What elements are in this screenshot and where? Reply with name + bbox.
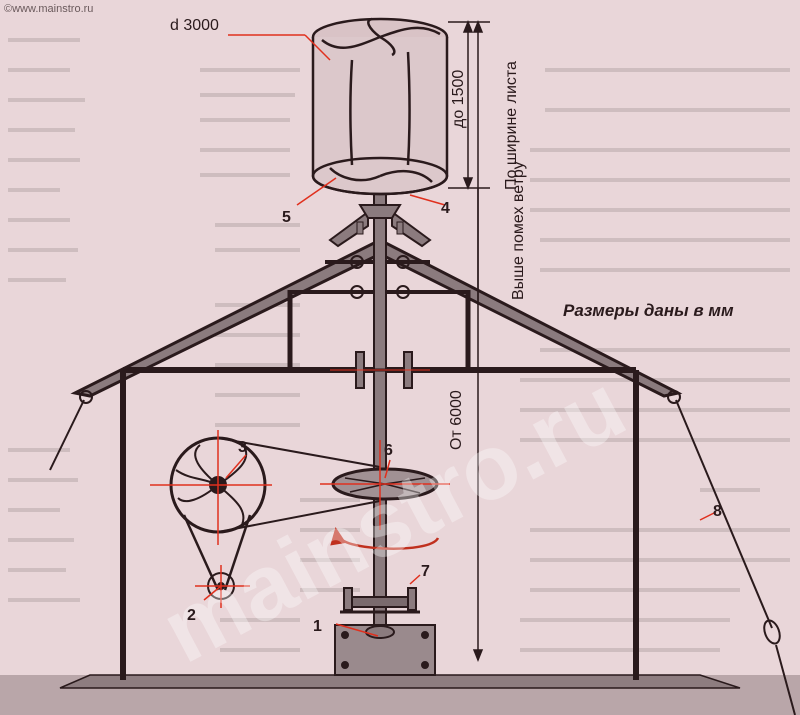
rotor-cylinder [311, 17, 449, 196]
callout-5: 5 [282, 209, 291, 226]
units-note: Размеры даны в мм [563, 301, 734, 320]
callout-6: 6 [384, 442, 393, 459]
diameter-label: d 3000 [170, 17, 219, 34]
watermark-url: ©www.mainstro.ru [4, 3, 93, 15]
callout-3: 3 [238, 439, 247, 456]
dimension-lines [448, 19, 490, 663]
background-page-text [8, 38, 790, 682]
rotation-arrow [330, 527, 440, 550]
callout-4: 4 [441, 200, 450, 217]
leader-lines [150, 34, 717, 637]
callout-2: 2 [187, 607, 196, 624]
guy-wires [49, 399, 796, 715]
callout-1: 1 [313, 618, 322, 635]
above-obstacles-label: Выше помех ветру [510, 161, 527, 300]
callout-8: 8 [713, 503, 722, 520]
base-assembly [334, 587, 436, 676]
rotor-height-label: до 1500 [450, 70, 467, 128]
ground [0, 674, 800, 715]
sheet-width-label: По ширине листа [503, 61, 520, 190]
callout-7: 7 [421, 563, 430, 580]
total-height-label: От 6000 [448, 390, 465, 450]
